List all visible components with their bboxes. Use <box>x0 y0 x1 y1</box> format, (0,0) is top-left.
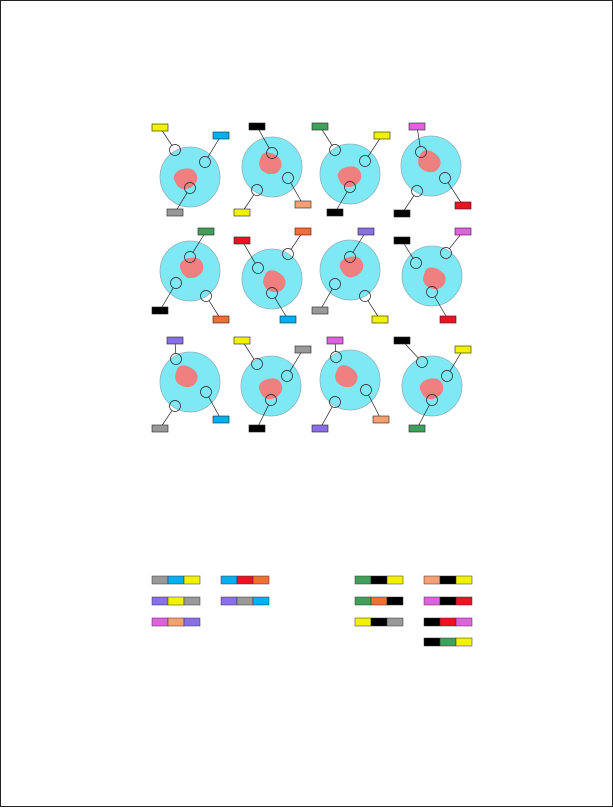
legend-segment <box>184 618 200 626</box>
legend-segment <box>456 576 472 584</box>
legend-segment <box>221 576 237 584</box>
tag-box <box>394 337 410 344</box>
tag-box <box>234 237 250 244</box>
tag-box <box>455 228 471 235</box>
legend-segment <box>456 618 472 626</box>
tag-box <box>394 210 410 217</box>
legend-segment <box>355 618 371 626</box>
tag-box <box>455 346 471 353</box>
legend-segment <box>456 597 472 605</box>
legend-segment <box>152 597 168 605</box>
tag-box <box>152 307 168 314</box>
tag-box <box>249 425 265 432</box>
legend-segment <box>168 576 184 584</box>
tag-box <box>234 209 250 216</box>
tag-box <box>167 209 183 216</box>
legend-bar <box>152 576 200 584</box>
legend-bar <box>152 618 200 626</box>
tag-box <box>213 132 229 139</box>
legend-segment <box>355 576 371 584</box>
legend-segment <box>221 597 237 605</box>
legend-segment <box>184 597 200 605</box>
legend-segment <box>371 618 387 626</box>
tag-box <box>312 123 328 130</box>
legend-bar <box>355 597 403 605</box>
tag-box <box>312 307 328 314</box>
legend-bar <box>221 597 269 605</box>
tag-box <box>213 416 229 423</box>
legend-group-1 <box>152 576 200 626</box>
legend-bar <box>424 638 472 646</box>
tag-box <box>295 201 311 208</box>
tag-box <box>213 316 229 323</box>
tag-box <box>295 228 311 235</box>
legend-segment <box>387 597 403 605</box>
legend-segment <box>440 638 456 646</box>
legend-segment <box>168 618 184 626</box>
tag-box <box>152 425 168 432</box>
tag-box <box>409 123 425 130</box>
tag-box <box>374 132 390 139</box>
legend-bar <box>152 597 200 605</box>
legend-segment <box>371 576 387 584</box>
legend-bar <box>424 618 472 626</box>
legend-segment <box>440 576 456 584</box>
tag-box <box>312 425 328 432</box>
legend-segment <box>152 576 168 584</box>
tag-box <box>152 124 168 131</box>
legend-bar <box>355 618 403 626</box>
legend-group-3 <box>355 576 403 626</box>
legend-segment <box>168 597 184 605</box>
legend-bar <box>424 576 472 584</box>
legend-segment <box>424 576 440 584</box>
legend-segment <box>440 597 456 605</box>
legend-segment <box>371 597 387 605</box>
legend-segment <box>456 638 472 646</box>
legend-segment <box>387 576 403 584</box>
tag-box <box>373 416 389 423</box>
tag-box <box>280 316 296 323</box>
tag-box <box>409 425 425 432</box>
tag-box <box>394 237 410 244</box>
legend-segment <box>184 576 200 584</box>
legend-segment <box>237 576 253 584</box>
legend-segment <box>424 597 440 605</box>
legend-segment <box>424 618 440 626</box>
legend-segment <box>253 576 269 584</box>
tag-box <box>358 228 374 235</box>
legend-segment <box>387 618 403 626</box>
legend-bar <box>424 597 472 605</box>
legend-bar <box>221 576 269 584</box>
tag-box <box>249 123 265 130</box>
legend-segment <box>253 597 269 605</box>
tag-box <box>327 337 343 344</box>
tag-box <box>295 346 311 353</box>
legend-bar <box>355 576 403 584</box>
legend-segment <box>440 618 456 626</box>
tag-box <box>372 316 388 323</box>
tag-box <box>327 209 343 216</box>
tag-box <box>198 228 214 235</box>
tag-box <box>234 337 250 344</box>
legend-segment <box>424 638 440 646</box>
tag-box <box>167 337 183 344</box>
legend-segment <box>237 597 253 605</box>
tag-box <box>440 316 456 323</box>
tag-box <box>455 202 471 209</box>
legend-segment <box>152 618 168 626</box>
legend-segment <box>355 597 371 605</box>
